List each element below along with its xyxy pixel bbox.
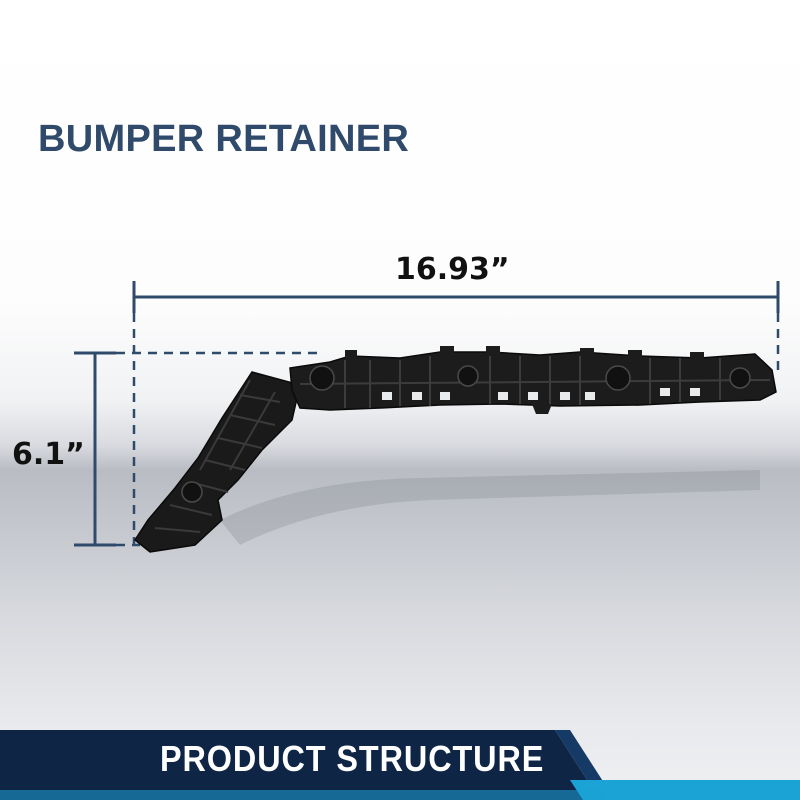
footer-title: PRODUCT STRUCTURE [160, 738, 545, 779]
footer-band [0, 730, 800, 800]
height-dimension-label: 6.1” [12, 437, 85, 472]
height-dimension-line [74, 351, 318, 547]
product-shadow [220, 470, 760, 545]
page-title: BUMPER RETAINER [38, 118, 410, 160]
width-dimension-label: 16.93” [395, 252, 510, 287]
bumper-retainer-bracket-icon [134, 346, 777, 553]
width-dimension-line [132, 281, 780, 545]
